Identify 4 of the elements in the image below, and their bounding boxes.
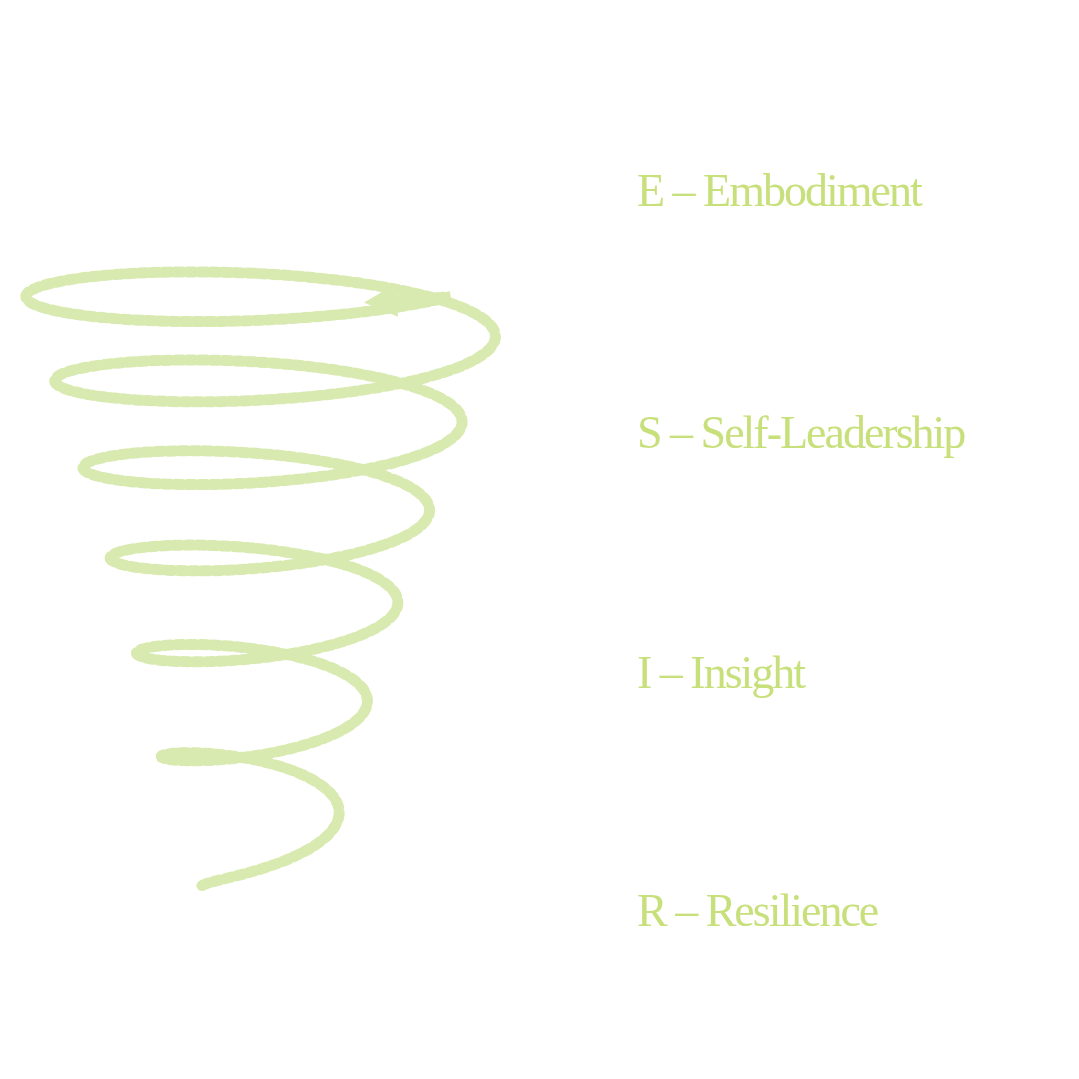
acronym-label: E – Embodiment	[637, 168, 921, 214]
acronym-label: R – Resilience	[637, 888, 878, 934]
acronym-label: S – Self-Leadership	[637, 410, 965, 456]
acronym-label: I – Insight	[637, 650, 805, 696]
